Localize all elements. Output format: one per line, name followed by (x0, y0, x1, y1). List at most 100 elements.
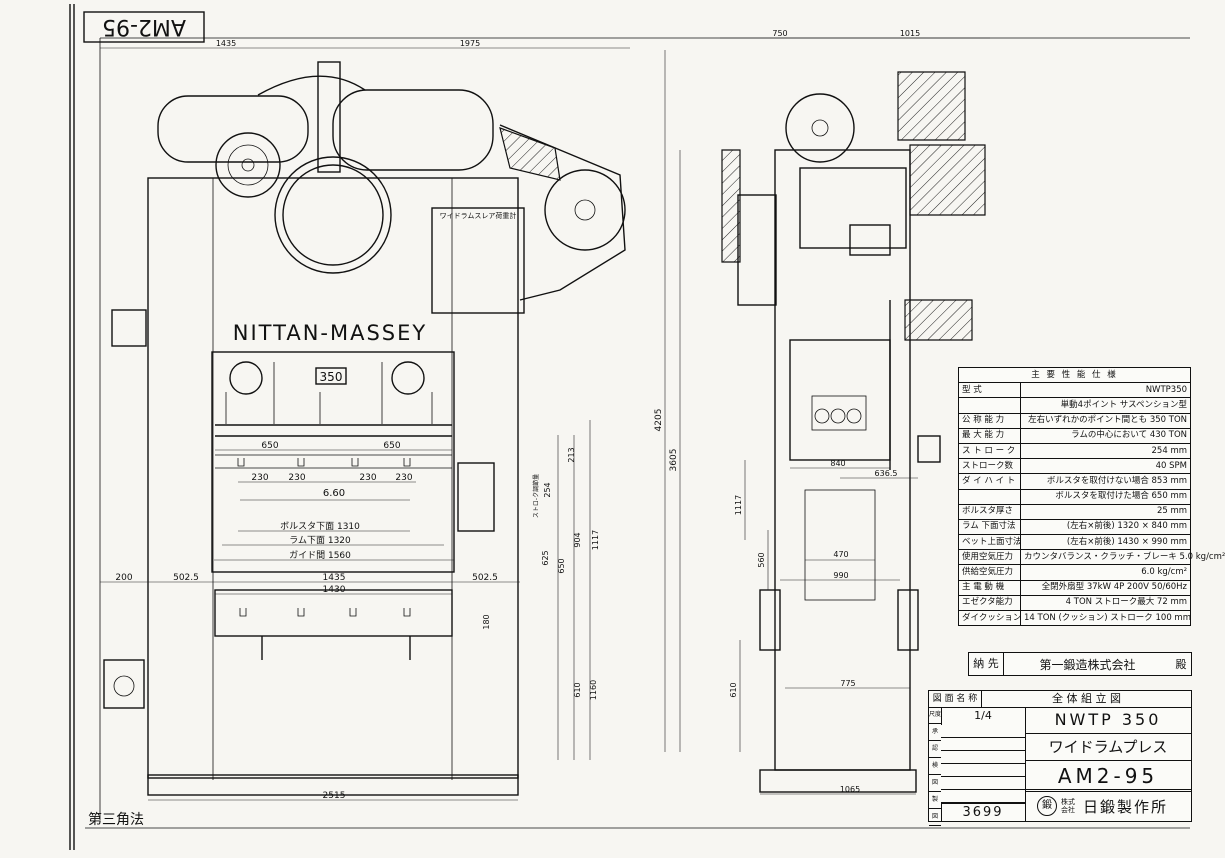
dim-ram-lower: ラム下面 1320 (289, 535, 351, 546)
dim-side-775: 775 (840, 679, 855, 688)
spec-label: ス ト ロ ー ク (958, 442, 1021, 460)
brand-label: NITTAN-MASSEY (233, 321, 427, 345)
front-view: ワイドラムスレア荷重計 NITTAN-MASSEY 350 (103, 61, 626, 796)
dim-230-a: 230 (251, 473, 268, 483)
spec-value: 25 mm (1019, 503, 1192, 520)
customer-name: 第一鍛造株式会社 (1039, 657, 1136, 672)
model-name: NWTP 350 (1025, 707, 1191, 734)
capacity-badge (315, 367, 347, 385)
spec-label: ダ イ ハ イ ト (958, 473, 1021, 490)
spec-label: 公 称 能 力 (958, 412, 1021, 429)
air-tank-right (332, 89, 494, 171)
dim-v-1160: 1160 (589, 680, 598, 700)
dim-right-5025: 502.5 (472, 573, 498, 583)
customer-label: 納 先 (969, 653, 1004, 675)
spec-value: 左右いずれかのポイント間とも 350 TON (1019, 412, 1192, 429)
drive-pulley (544, 169, 626, 251)
company-type: 株式会社 (1061, 798, 1075, 814)
spec-row: 主 電 動 機全閉外扇型 37kW 4P 200V 50/60Hz (958, 579, 1192, 596)
side-view (721, 71, 986, 793)
spec-label: ダイクッション (958, 609, 1021, 627)
spec-row: 使用空気圧力カウンタバランス・クラッチ・ブレーキ 5.0 kg/cm² (958, 549, 1225, 566)
spec-value: ラムの中心において 430 TON (1019, 427, 1192, 444)
spec-label: 主 電 動 機 (958, 579, 1021, 596)
spec-label: エゼクタ能力 (958, 594, 1021, 612)
spec-value: NWTP350 (1019, 382, 1192, 399)
spec-value: 全閉外扇型 37kW 4P 200V 50/60Hz (1019, 579, 1192, 596)
dim-v-1117: 1117 (591, 530, 600, 550)
spec-label: 最 大 能 力 (958, 427, 1021, 444)
dim-v-180: 180 (482, 614, 491, 629)
approval-label: 検 (929, 758, 941, 775)
spec-value: 6.0 kg/cm² (1019, 564, 1192, 581)
load-meter-plate (431, 207, 525, 314)
approval-label: 図 (929, 809, 941, 826)
dim-v-213: 213 (567, 447, 576, 462)
load-meter-plate-text: ワイドラムスレア荷重計 (440, 211, 517, 220)
dim-v-610: 610 (573, 682, 582, 697)
spec-label: ベット上面寸法 (958, 534, 1022, 551)
approval-label: 尺度 (929, 707, 941, 724)
title-block: 図 面 名 称 全 体 組 立 図 尺度承認検図製図 1/4 3699 NWTP… (928, 690, 1192, 826)
drawing-number: AM2-95 (1025, 761, 1191, 792)
customer-block: 納 先 第一鍛造株式会社 殿 (968, 652, 1192, 676)
approval-label: 承 (929, 724, 941, 741)
spec-row: ベット上面寸法(左右×前後) 1430 × 990 mm (958, 534, 1192, 551)
spec-value: 単動4ポイント サスペンション型 (1019, 397, 1192, 414)
dim-side-750: 750 (772, 29, 787, 38)
spec-value: 14 TON (クッション) ストローク 100 mm (1019, 609, 1192, 627)
spec-table-title: 主 要 性 能 仕 様 (957, 366, 1192, 384)
customer-suffix: 殿 (1175, 658, 1187, 671)
dim-side-990: 990 (833, 571, 848, 580)
drawing-id-stamp: AM2-95 (83, 11, 205, 43)
spec-row: ラム 下面寸法(左右×前後) 1320 × 840 mm (958, 518, 1192, 536)
spec-row: ボルスタを取付けた場合 650 mm (958, 488, 1192, 505)
dim-guide-gap: ガイド間 1560 (289, 550, 351, 561)
dim-top-total: 1975 (460, 39, 480, 48)
dim-left-5025: 502.5 (173, 573, 199, 583)
dim-side-1117: 1117 (734, 495, 743, 515)
air-tank-left (157, 95, 309, 163)
dim-v-625: 625 (541, 550, 550, 565)
dim-side-4205: 4205 (654, 409, 664, 432)
drawing-sheet: AM2-95 ワイドラムスレア荷重計 NITTAN-MASSEY 350 (69, 4, 1225, 850)
spec-row: ダ イ ハ イ トボルスタを取付けない場合 853 mm (958, 473, 1192, 490)
spec-row: 単動4ポイント サスペンション型 (958, 397, 1192, 414)
spec-value: (左右×前後) 1430 × 990 mm (1019, 534, 1192, 551)
dim-230-d: 230 (395, 473, 412, 483)
spec-value: カウンタバランス・クラッチ・ブレーキ 5.0 kg/cm² (1019, 549, 1225, 566)
dim-side-1065: 1065 (840, 785, 860, 794)
spec-label (958, 488, 1021, 505)
dim-bolster-lower: ボルスタ下面 1310 (280, 521, 360, 532)
dim-mid-1430: 1430 (323, 585, 346, 595)
dim-side-560: 560 (757, 552, 766, 567)
side-flywheel (785, 93, 855, 163)
drawing-id-stamp-text: AM2-95 (102, 14, 186, 39)
dim-left-200: 200 (115, 573, 132, 583)
spec-label (958, 397, 1021, 414)
spec-label: 供給空気圧力 (958, 564, 1021, 581)
spec-value: ボルスタを取付けない場合 853 mm (1019, 473, 1192, 490)
scale-value: 1/4 (941, 707, 1025, 726)
dim-side-3605: 3605 (669, 449, 679, 472)
drawing-canvas: AM2-95 ワイドラムスレア荷重計 NITTAN-MASSEY 350 (69, 4, 1190, 850)
dim-side-610: 610 (729, 682, 738, 697)
drawing-name-label: 図 面 名 称 (929, 691, 982, 707)
projection-label: 第三角法 (88, 811, 144, 828)
capacity-badge-text: 350 (320, 370, 343, 384)
spec-value: ボルスタを取付けた場合 650 mm (1019, 488, 1192, 505)
spec-label: ラム 下面寸法 (958, 518, 1021, 536)
approval-label: 図 (929, 775, 941, 792)
dim-side-6365: 636.5 (875, 469, 898, 478)
dim-230-c: 230 (359, 473, 376, 483)
spec-label: 使用空気圧力 (958, 549, 1021, 566)
sheet-border (69, 4, 1190, 850)
flywheel (274, 156, 392, 274)
dim-v-904: 904 (573, 532, 582, 547)
